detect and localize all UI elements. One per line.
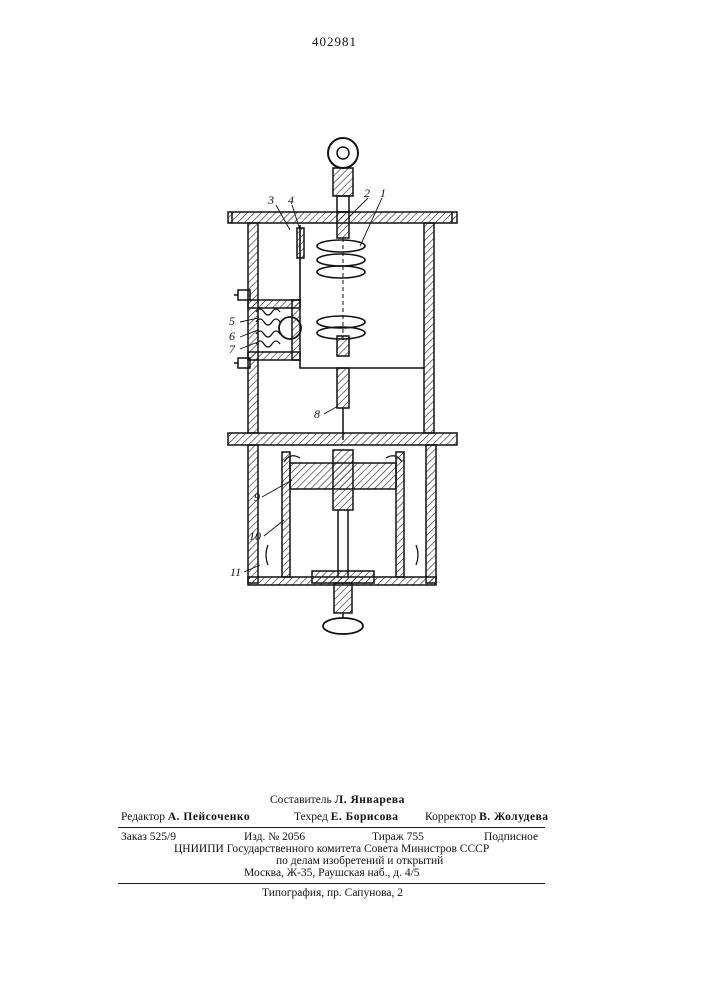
upper-left-wall bbox=[248, 223, 258, 433]
part-label-7: 7 bbox=[229, 342, 235, 357]
part-label-5: 5 bbox=[229, 314, 235, 329]
address-line: Москва, Ж-35, Раушская наб., д. 4/5 bbox=[244, 867, 420, 879]
printer-line: Типография, пр. Сапунова, 2 bbox=[262, 887, 403, 899]
dept-line: по делам изобретений и открытий bbox=[276, 855, 443, 867]
part-label-3: 3 bbox=[268, 193, 274, 208]
bottom-fitting bbox=[312, 571, 374, 583]
middle-flange bbox=[228, 433, 457, 445]
spring-upper bbox=[317, 240, 365, 339]
upper-rod-top bbox=[337, 212, 349, 238]
editor-line: Редактор А. Пейсоченко bbox=[121, 811, 250, 823]
piston-rod bbox=[337, 368, 349, 408]
edition-number: Изд. № 2056 bbox=[244, 831, 305, 843]
part-label-2: 2 bbox=[364, 186, 370, 201]
editor-name: А. Пейсоченко bbox=[168, 811, 250, 823]
compiler-label: Составитель bbox=[270, 794, 332, 806]
bottom-knob bbox=[323, 618, 363, 634]
corrector-name: В. Жолудева bbox=[479, 811, 548, 823]
compiler-name: Л. Январева bbox=[335, 794, 405, 806]
upper-right-wall bbox=[424, 223, 434, 433]
eye-bolt bbox=[328, 138, 358, 212]
imprint-rule-top bbox=[118, 827, 545, 828]
part-label-10: 10 bbox=[249, 529, 261, 544]
org-line: ЦНИИПИ Государственного комитета Совета … bbox=[174, 843, 489, 855]
lower-right-wall bbox=[426, 445, 436, 583]
part-label-1: 1 bbox=[380, 186, 386, 201]
editor-label: Редактор bbox=[121, 811, 165, 823]
part-label-8: 8 bbox=[314, 407, 320, 422]
techred-label: Техред bbox=[294, 811, 328, 823]
print-run: Тираж 755 bbox=[372, 831, 424, 843]
lower-left-wall bbox=[248, 445, 258, 583]
techred-name: Е. Борисова bbox=[331, 811, 399, 823]
imprint-rule-bottom bbox=[118, 883, 545, 884]
compiler-line: Составитель Л. Январева bbox=[270, 794, 405, 806]
part-label-11: 11 bbox=[230, 565, 241, 580]
valve-assembly bbox=[234, 290, 301, 368]
part-label-9: 9 bbox=[254, 490, 260, 505]
techred-line: Техред Е. Борисова bbox=[294, 811, 399, 823]
part-label-4: 4 bbox=[288, 193, 294, 208]
order-number: Заказ 525/9 bbox=[121, 831, 176, 843]
cylinder-left bbox=[282, 452, 290, 577]
technical-drawing bbox=[0, 0, 707, 720]
subscription: Подписное bbox=[484, 831, 538, 843]
cylinder-right bbox=[396, 452, 404, 577]
corrector-line: Корректор В. Жолудева bbox=[425, 811, 549, 823]
corrector-label: Корректор bbox=[425, 811, 476, 823]
